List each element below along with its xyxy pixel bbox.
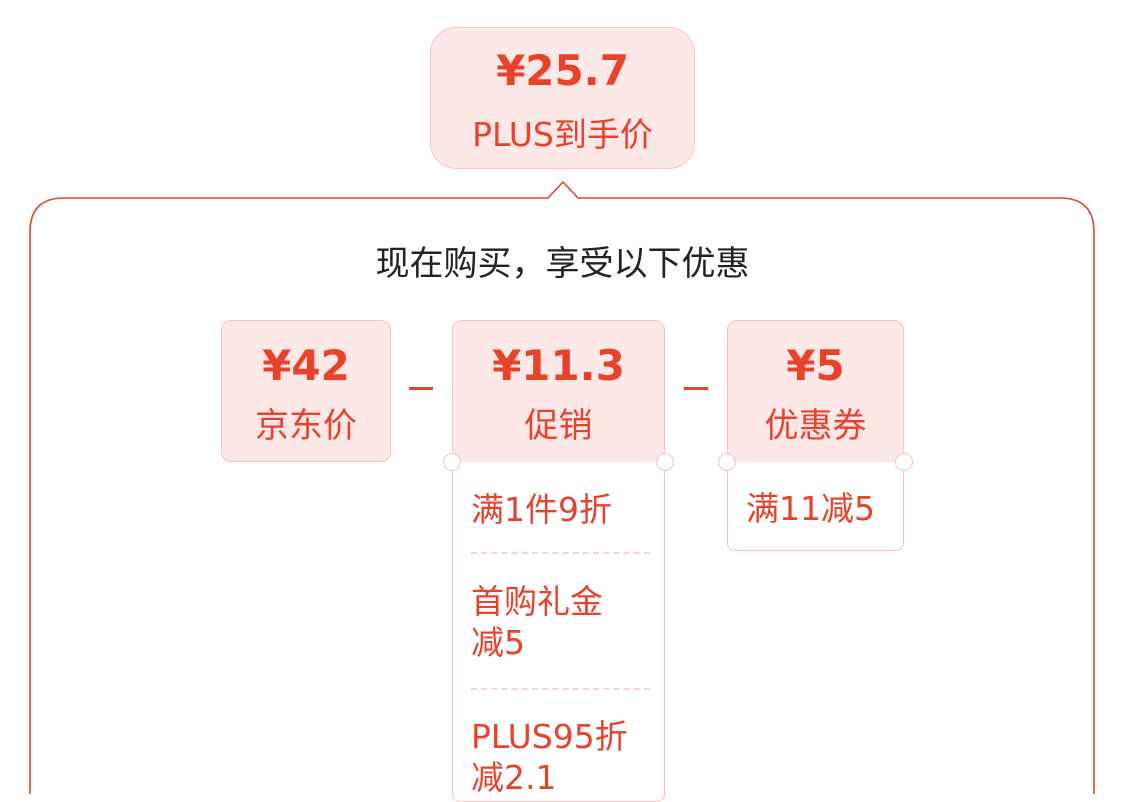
promotion-detail-item: 首购礼金 减5 <box>471 581 650 663</box>
coupon-detail-item: 满11减5 <box>746 489 875 528</box>
promotion-detail-item: PLUS95折 减2.1 <box>471 716 650 798</box>
coupon-card: ¥5 优惠券 <box>727 320 904 462</box>
detail-line: PLUS95折 <box>471 717 628 756</box>
promotion-label: 促销 <box>524 406 593 446</box>
promotion-amount: ¥11.3 <box>492 341 625 390</box>
coupon-detail-list: 满11减5 <box>727 462 904 551</box>
jd-price-card: ¥42 京东价 <box>221 320 391 462</box>
detail-divider <box>471 552 650 554</box>
ticket-notch-right <box>656 453 674 471</box>
coupon-label: 优惠券 <box>764 406 867 446</box>
promotion-detail-item: 满1件9折 <box>471 490 612 529</box>
detail-line: 首购礼金 <box>471 582 603 621</box>
jd-price-amount: ¥42 <box>262 341 350 390</box>
detail-divider <box>471 688 650 690</box>
ticket-notch-left <box>718 453 736 471</box>
discount-heading: 现在购买，享受以下优惠 <box>375 244 750 284</box>
promotion-detail-list: 满1件9折 首购礼金 减5 PLUS95折 减2.1 <box>452 462 665 802</box>
promotion-card: ¥11.3 促销 <box>452 320 665 462</box>
coupon-amount: ¥5 <box>786 341 845 390</box>
final-price-bubble: ¥25.7 PLUS到手价 <box>430 27 695 169</box>
jd-price-label: 京东价 <box>255 406 357 446</box>
ticket-notch-left <box>443 453 461 471</box>
detail-line: 减5 <box>471 623 525 662</box>
minus-operator-2 <box>684 387 708 390</box>
final-price-label: PLUS到手价 <box>472 115 653 154</box>
detail-line: 减2.1 <box>471 758 557 797</box>
final-price-amount: ¥25.7 <box>496 46 629 95</box>
ticket-notch-right <box>895 453 913 471</box>
minus-operator-1 <box>409 387 433 390</box>
